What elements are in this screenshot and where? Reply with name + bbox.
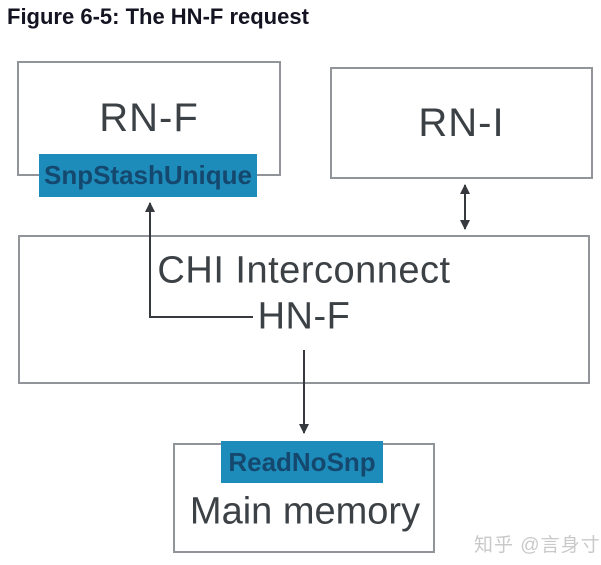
node-rn-f-label: RN-F	[99, 96, 199, 140]
figure-title: Figure 6-5: The HN-F request	[7, 4, 309, 29]
watermark-text: 知乎 @言身寸	[474, 535, 601, 556]
node-chi-interconnect-label: CHI Interconnect	[157, 249, 451, 292]
message-label-snpstashunique: SnpStashUnique	[39, 154, 257, 197]
node-main-memory-label: Main memory	[189, 490, 421, 533]
node-hn-f-label: HN-F	[257, 295, 351, 338]
node-rn-i-label: RN-I	[418, 100, 505, 145]
node-rn-i: RN-I	[330, 67, 593, 179]
message-label-readnosnp: ReadNoSnp	[221, 441, 383, 483]
